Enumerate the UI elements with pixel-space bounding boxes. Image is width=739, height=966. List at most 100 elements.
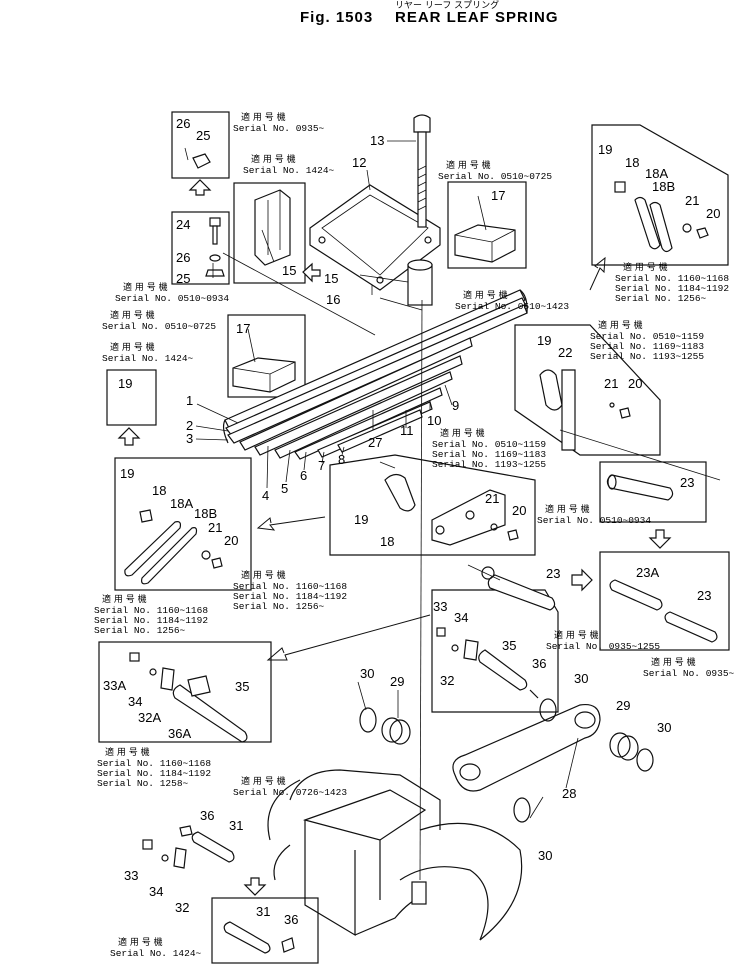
part-35-label-a: 35 — [502, 638, 516, 653]
applicable-label: 適 用 号 機 — [241, 111, 286, 123]
arrow-left-b — [256, 516, 326, 531]
angle-bracket — [254, 189, 291, 266]
link-plate-mid — [379, 461, 519, 546]
part-36-label-b: 36 — [200, 808, 214, 823]
inset-box-24-26 — [171, 211, 230, 285]
serial-number-range: Serial No. 0726~1423 — [233, 787, 347, 798]
part-20-label-a: 20 — [706, 206, 720, 221]
inset-box-17-a — [447, 181, 527, 269]
part-labels: 26 25 12 13 24 26 25 15 15 16 17 17 19 1… — [103, 116, 720, 927]
inset-box-18-mid — [329, 454, 536, 556]
rubber-pad-upper — [454, 224, 516, 263]
part-13-label: 13 — [370, 133, 384, 148]
inset-box-23a — [599, 551, 730, 651]
part-18a-label-a: 18A — [645, 166, 668, 181]
applicable-label: 適 用 号 機 — [554, 629, 599, 641]
arrow-left-c — [266, 614, 431, 661]
part-23-label-c: 23 — [697, 588, 711, 603]
inset-box-31 — [211, 897, 319, 964]
center-bolt — [413, 114, 431, 228]
part-15-label-b: 15 — [324, 271, 338, 286]
serial-number-range: Serial No. 1258~ — [97, 778, 189, 789]
part-20-label-b: 20 — [628, 376, 642, 391]
pin-23 — [606, 474, 674, 501]
pin-35 — [436, 627, 539, 699]
part-35-label-b: 35 — [235, 679, 249, 694]
torque-link-28 — [452, 703, 601, 792]
applicable-label: 適 用 号 機 — [623, 261, 668, 273]
arrow-up-a — [188, 179, 212, 196]
part-11-label: 11 — [400, 423, 414, 438]
part-18b-label-a: 18B — [652, 179, 675, 194]
pin-23-mid — [481, 566, 556, 611]
serial-number-range: Serial No. 1424~ — [110, 948, 202, 959]
link-plates-upper — [614, 181, 709, 253]
applicable-label: 適 用 号 機 — [598, 319, 643, 331]
part-9-label: 9 — [452, 398, 459, 413]
figure-number: Fig. 1503 — [300, 9, 373, 26]
applicable-label: 適 用 号 機 — [545, 503, 590, 515]
serial-number-range: Serial No. 1184~1192 — [233, 591, 347, 602]
serial-number-range: Serial No. 0510~0725 — [438, 171, 552, 182]
arrow-left-a — [302, 262, 321, 283]
part-12-label: 12 — [352, 155, 366, 170]
part-22-label: 22 — [558, 345, 572, 360]
part-23a-label: 23A — [636, 565, 659, 580]
part-20-label-d: 20 — [512, 503, 526, 518]
part-18-label-b: 18 — [152, 483, 166, 498]
snap-rings-30 — [359, 698, 654, 823]
part-25-label-b: 25 — [176, 271, 190, 286]
link-plates-left — [124, 509, 223, 585]
pin-23a — [609, 579, 718, 643]
inset-box-19 — [106, 369, 157, 426]
part-32a-label: 32A — [138, 710, 161, 725]
serial-number-range: Serial No. 0935~1255 — [546, 641, 660, 652]
serial-number-range: Serial No. 1169~1183 — [590, 341, 704, 352]
part-4-label: 4 — [262, 488, 269, 503]
applicable-label: 適 用 号 機 — [446, 159, 491, 171]
applicable-label: 適 用 号 機 — [440, 427, 485, 439]
applicable-label: 適 用 号 機 — [651, 656, 696, 668]
serial-number-range: Serial No. 1169~1183 — [432, 449, 546, 460]
part-20-label-c: 20 — [224, 533, 238, 548]
part-30-label-d: 30 — [538, 848, 552, 863]
part-31-label-a: 31 — [229, 818, 243, 833]
part-27-label: 27 — [368, 435, 382, 450]
serial-number-range: Serial No. 1193~1255 — [432, 459, 546, 470]
serial-number-range: Serial No. 1256~ — [233, 601, 325, 612]
inset-box-22 — [514, 324, 661, 456]
inset-box-18-link — [114, 457, 252, 591]
part-19-label-e: 19 — [354, 512, 368, 527]
part-18-label-a: 18 — [625, 155, 639, 170]
part-19-label-c: 19 — [537, 333, 551, 348]
inset-box-18-upper — [591, 124, 729, 266]
shackle-22 — [539, 369, 631, 451]
part-28-label: 28 — [562, 786, 576, 801]
arrow-up-right — [589, 256, 606, 291]
part-18-label-c: 18 — [380, 534, 394, 549]
serial-number-range: Serial No. 1184~1192 — [94, 615, 208, 626]
inset-box-35 — [98, 641, 272, 743]
part-30-label-b: 30 — [574, 671, 588, 686]
applicable-label: 適 用 号 機 — [118, 936, 163, 948]
applicable-label: 適 用 号 機 — [241, 569, 286, 581]
arrow-down-a — [648, 529, 672, 549]
serial-number-range: Serial No. 1256~ — [94, 625, 186, 636]
part-30-label-c: 30 — [657, 720, 671, 735]
serial-number-range: Serial No. 1184~1192 — [615, 283, 729, 294]
applicable-label: 適 用 号 機 — [123, 281, 168, 293]
serial-number-range: Serial No. 1160~1168 — [94, 605, 208, 616]
part-24-label: 24 — [176, 217, 190, 232]
part-1-label: 1 — [186, 393, 193, 408]
